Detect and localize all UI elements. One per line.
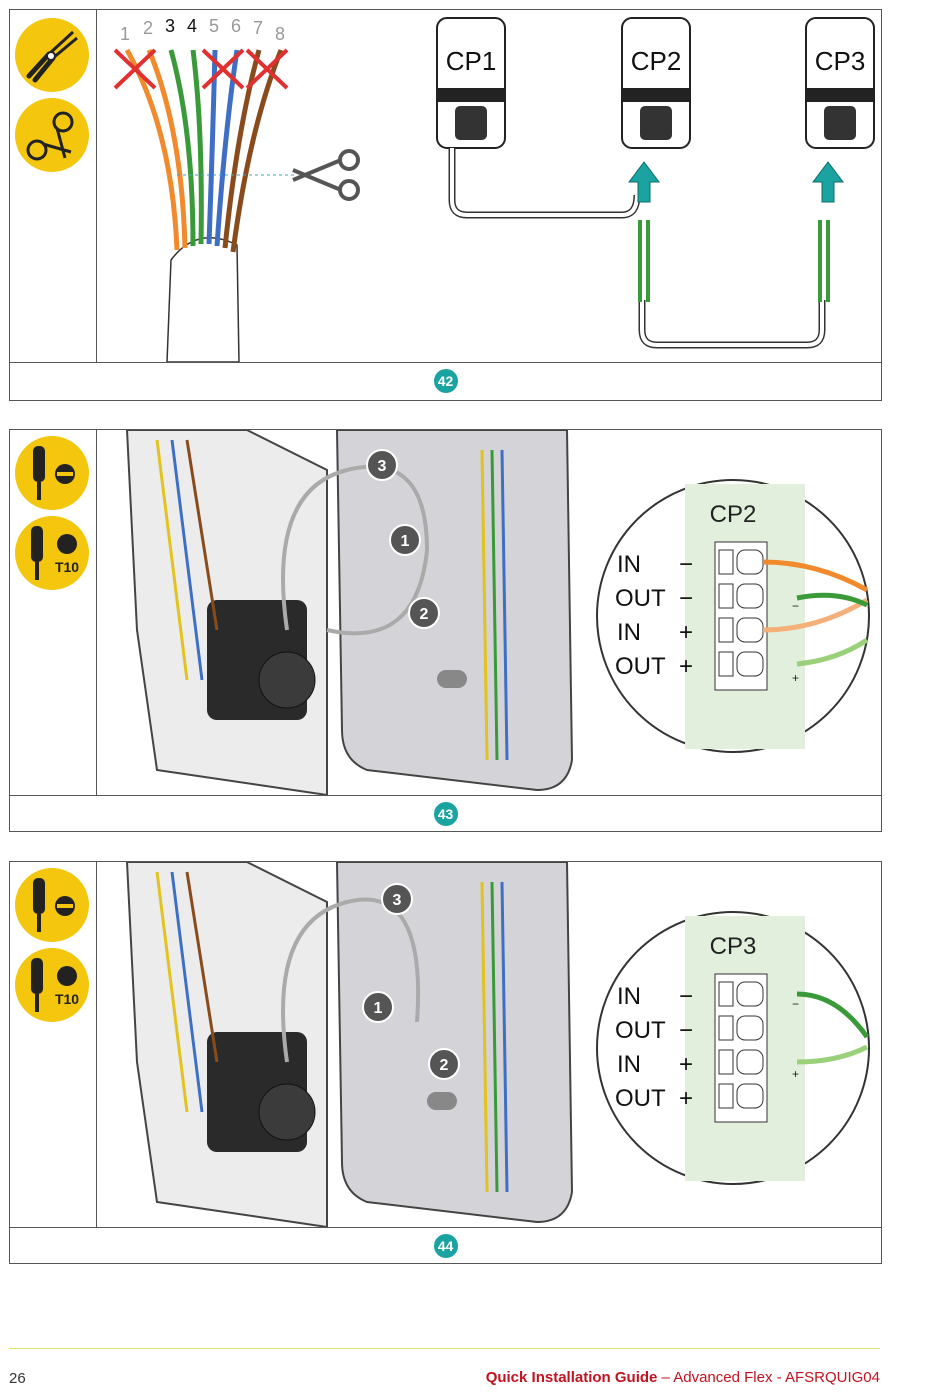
cable-wires (124, 48, 284, 253)
wire-number: 7 (253, 18, 263, 38)
terminal-row-sign: − (679, 983, 693, 1010)
terminal-row-label: OUT (615, 1017, 666, 1044)
terminal-row-label: OUT (615, 1085, 666, 1112)
callout-1: 1 (389, 524, 421, 556)
tool-label: T10 (55, 991, 79, 1007)
tool-column (10, 10, 97, 362)
scissors-cut-icon (292, 149, 360, 201)
wire-number: 4 (187, 16, 197, 36)
callout-3: 3 (381, 883, 413, 915)
document-title-bold: Quick Installation Guide (485, 1369, 658, 1386)
callout-3: 3 (366, 449, 398, 481)
document-title: Quick Installation Guide – Advanced Flex… (486, 1369, 880, 1386)
terminal-row-label: OUT (615, 585, 666, 612)
svg-text:2: 2 (420, 606, 429, 623)
wire-number: 3 (165, 16, 175, 36)
callout-2: 2 (428, 1048, 460, 1080)
tool-label: T10 (55, 559, 79, 575)
torx-screwdriver-icon: T10 (15, 516, 89, 590)
step-number-badge: 43 (433, 802, 458, 826)
charge-point-cp1: CP1 (436, 17, 506, 149)
wire-mark: + (792, 1067, 799, 1081)
wire-mark: + (792, 671, 799, 685)
terminal-row-sign: + (679, 653, 693, 680)
document-title-rest: – Advanced Flex - AFSRQUIG04 (657, 1369, 880, 1386)
torx-screwdriver-icon: T10 (15, 948, 89, 1022)
svg-text:1: 1 (374, 1000, 383, 1017)
flat-screwdriver-icon (15, 436, 89, 510)
step-number-badge: 42 (433, 369, 458, 393)
terminal-row-label: IN (617, 1051, 641, 1078)
terminal-row-sign: − (679, 585, 693, 612)
cable-wiring-illustration: 1 2 3 4 5 6 7 8 CP1 (97, 10, 881, 367)
terminal-row-sign: − (679, 1017, 693, 1044)
step-footer: 43 (10, 795, 881, 832)
page-footer-rule (9, 1348, 880, 1349)
page-number: 26 (9, 1370, 26, 1387)
svg-text:1: 1 (401, 533, 410, 550)
wallbox-interior-illustration: 3 1 2 CP2 IN − OUT − (97, 429, 881, 800)
wire-mark: − (792, 599, 799, 613)
arrow-to-cp3 (812, 161, 844, 203)
charge-point-cp2: CP2 (621, 17, 691, 149)
terminal-row-sign: + (679, 1085, 693, 1112)
wire-mark: − (792, 997, 799, 1011)
wire-number: 1 (120, 24, 130, 44)
tool-column: T10 (10, 862, 97, 1227)
callout-2: 2 (408, 597, 440, 629)
terminal-title: CP2 (710, 501, 757, 528)
flat-screwdriver-icon (15, 868, 89, 942)
terminal-row-label: IN (617, 551, 641, 578)
terminal-row-label: OUT (615, 653, 666, 680)
step-44-panel: T10 3 1 2 CP3 (9, 861, 882, 1264)
cable-jacket (166, 237, 240, 363)
cp2-label: CP2 (631, 46, 682, 76)
tool-column: T10 (10, 430, 97, 795)
wallbox-interior-illustration: 3 1 2 CP3 IN − OUT − IN (97, 861, 881, 1232)
svg-text:3: 3 (393, 892, 402, 909)
terminal-title: CP3 (710, 933, 757, 960)
terminal-row-label: IN (617, 983, 641, 1010)
wire-number: 2 (143, 18, 153, 38)
step-42-panel: 1 2 3 4 5 6 7 8 CP1 (9, 9, 882, 401)
scissors-icon (15, 98, 89, 172)
terminal-row-sign: − (679, 551, 693, 578)
cut-marks (113, 48, 289, 90)
wire-number: 8 (275, 24, 285, 44)
step-number-badge: 44 (433, 1234, 458, 1258)
svg-text:2: 2 (440, 1057, 449, 1074)
step-43-panel: T10 3 1 2 CP2 (9, 429, 882, 832)
terminal-row-label: IN (617, 619, 641, 646)
terminal-zoom-cp2: CP2 IN − OUT − IN + OUT + (596, 479, 870, 753)
terminal-row-sign: + (679, 619, 693, 646)
step-footer: 42 (10, 362, 881, 399)
callout-1: 1 (362, 991, 394, 1023)
wire-stripper-icon (15, 18, 89, 92)
wire-number: 6 (231, 16, 241, 36)
terminal-zoom-cp3: CP3 IN − OUT − IN + OUT + (596, 911, 870, 1185)
cp1-label: CP1 (446, 46, 497, 76)
svg-text:3: 3 (378, 458, 387, 475)
step-footer: 44 (10, 1227, 881, 1264)
terminal-row-sign: + (679, 1051, 693, 1078)
charge-point-cp3: CP3 (805, 17, 875, 149)
cp3-label: CP3 (815, 46, 866, 76)
arrow-to-cp2 (628, 161, 660, 203)
wire-number: 5 (209, 16, 219, 36)
